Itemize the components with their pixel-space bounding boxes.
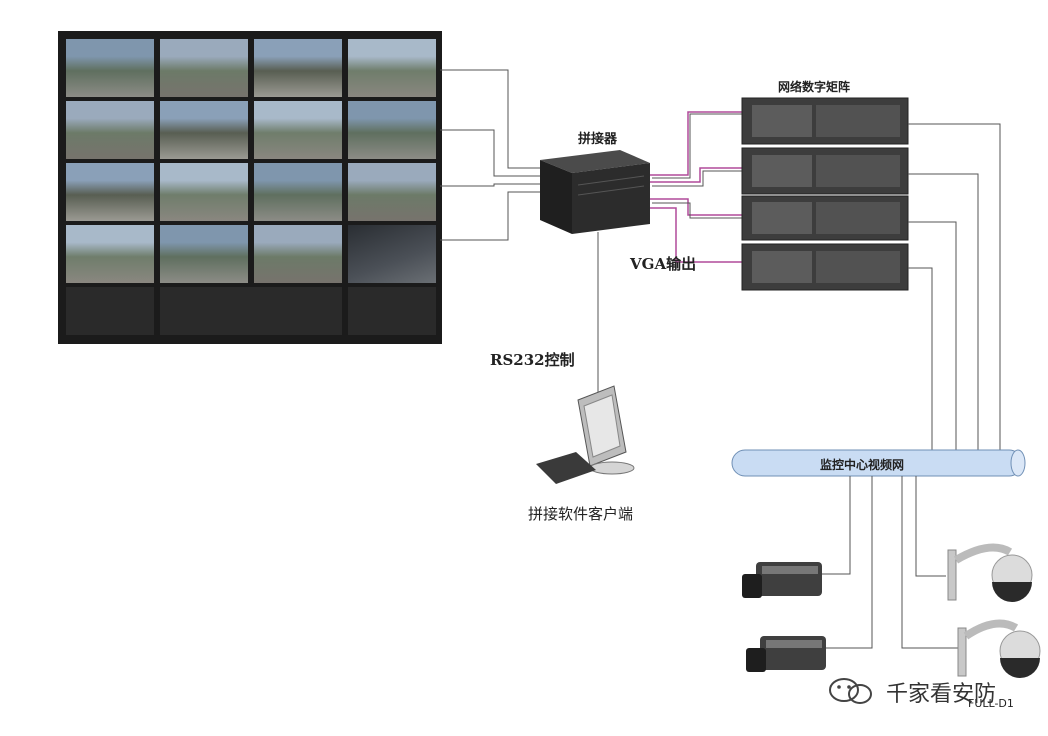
blank-screen — [160, 287, 342, 335]
splicer-label: 拼接器 — [578, 132, 618, 147]
video-wall — [58, 31, 442, 344]
video-tile — [66, 225, 154, 283]
video-tile — [66, 163, 154, 221]
video-tile — [254, 39, 342, 97]
matrix-unit-1 — [741, 97, 909, 145]
box-camera-2 — [746, 636, 826, 672]
rs232-control-label: RS232控制 — [490, 351, 575, 369]
video-tile — [348, 101, 436, 159]
client-software-label: 拼接软件客户端 — [528, 505, 634, 523]
matrix-unit-3 — [741, 195, 909, 241]
video-tile — [348, 39, 436, 97]
wall-to-splicer-links — [440, 69, 540, 241]
network-label: 监控中心视频网 — [820, 458, 905, 472]
box-camera-1 — [742, 562, 822, 598]
network-to-camera-links — [822, 476, 958, 649]
video-tile — [160, 225, 248, 283]
matrix-label: 网络数字矩阵 — [778, 80, 851, 94]
video-tile — [160, 101, 248, 159]
video-tile — [160, 39, 248, 97]
video-tile — [254, 101, 342, 159]
network-digital-matrix — [741, 97, 909, 291]
monitoring-network-bus — [731, 449, 1026, 477]
vga-output-label: VGA输出 — [630, 255, 697, 273]
vga-output-links — [650, 111, 742, 263]
blank-screen — [348, 287, 436, 335]
camera-model-label: FULL-D1 — [968, 697, 1014, 710]
video-tile — [66, 39, 154, 97]
wechat-icon — [829, 678, 872, 704]
video-tile — [254, 225, 342, 283]
matrix-unit-2 — [741, 147, 909, 195]
dome-camera-2 — [957, 619, 1041, 678]
blank-screen — [66, 287, 154, 335]
client-computer — [536, 385, 635, 484]
video-tile — [348, 225, 436, 283]
splicer-device — [540, 150, 650, 234]
watermark: 千家看安防 — [820, 672, 1020, 708]
video-tile — [348, 163, 436, 221]
video-tile — [66, 101, 154, 159]
matrix-to-network-links — [908, 123, 1001, 452]
video-tile — [254, 163, 342, 221]
dome-camera-1 — [947, 543, 1033, 602]
video-tile — [160, 163, 248, 221]
matrix-unit-4 — [741, 243, 909, 291]
watermark-text: 千家看安防 — [886, 682, 997, 707]
